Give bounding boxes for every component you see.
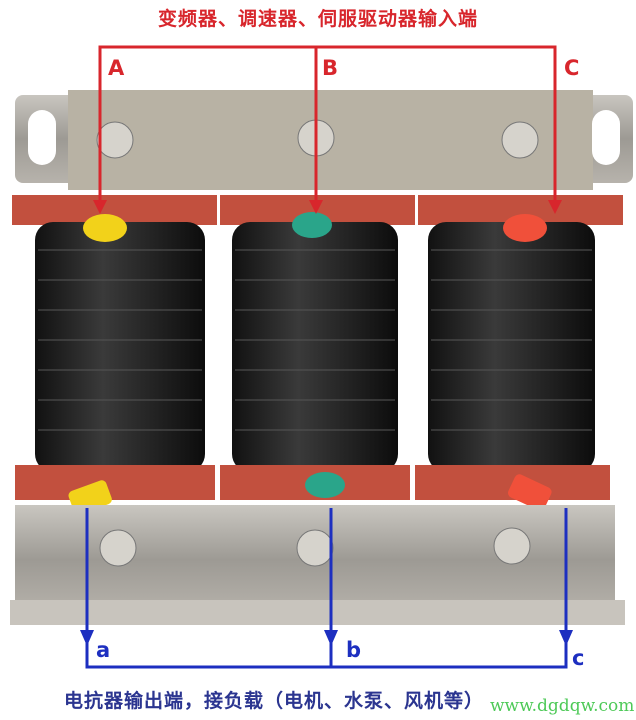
input-title: 变频器、调速器、伺服驱动器输入端	[157, 8, 478, 30]
output-caption: 电抗器输出端，接负载（电机、水泵、风机等）	[64, 690, 485, 712]
label-output-c: c	[572, 646, 585, 670]
bottom-bracket	[10, 505, 625, 625]
label-phase-C: C	[564, 56, 580, 80]
input-lines	[98, 45, 557, 205]
output-arrows	[80, 630, 573, 646]
top-bracket	[15, 90, 633, 190]
label-output-a: a	[96, 638, 111, 662]
watermark: www.dgdqw.com	[490, 696, 635, 716]
label-phase-B: B	[322, 56, 339, 80]
input-arrows	[93, 200, 562, 214]
label-phase-A: A	[108, 56, 125, 80]
label-output-b: b	[346, 638, 362, 662]
